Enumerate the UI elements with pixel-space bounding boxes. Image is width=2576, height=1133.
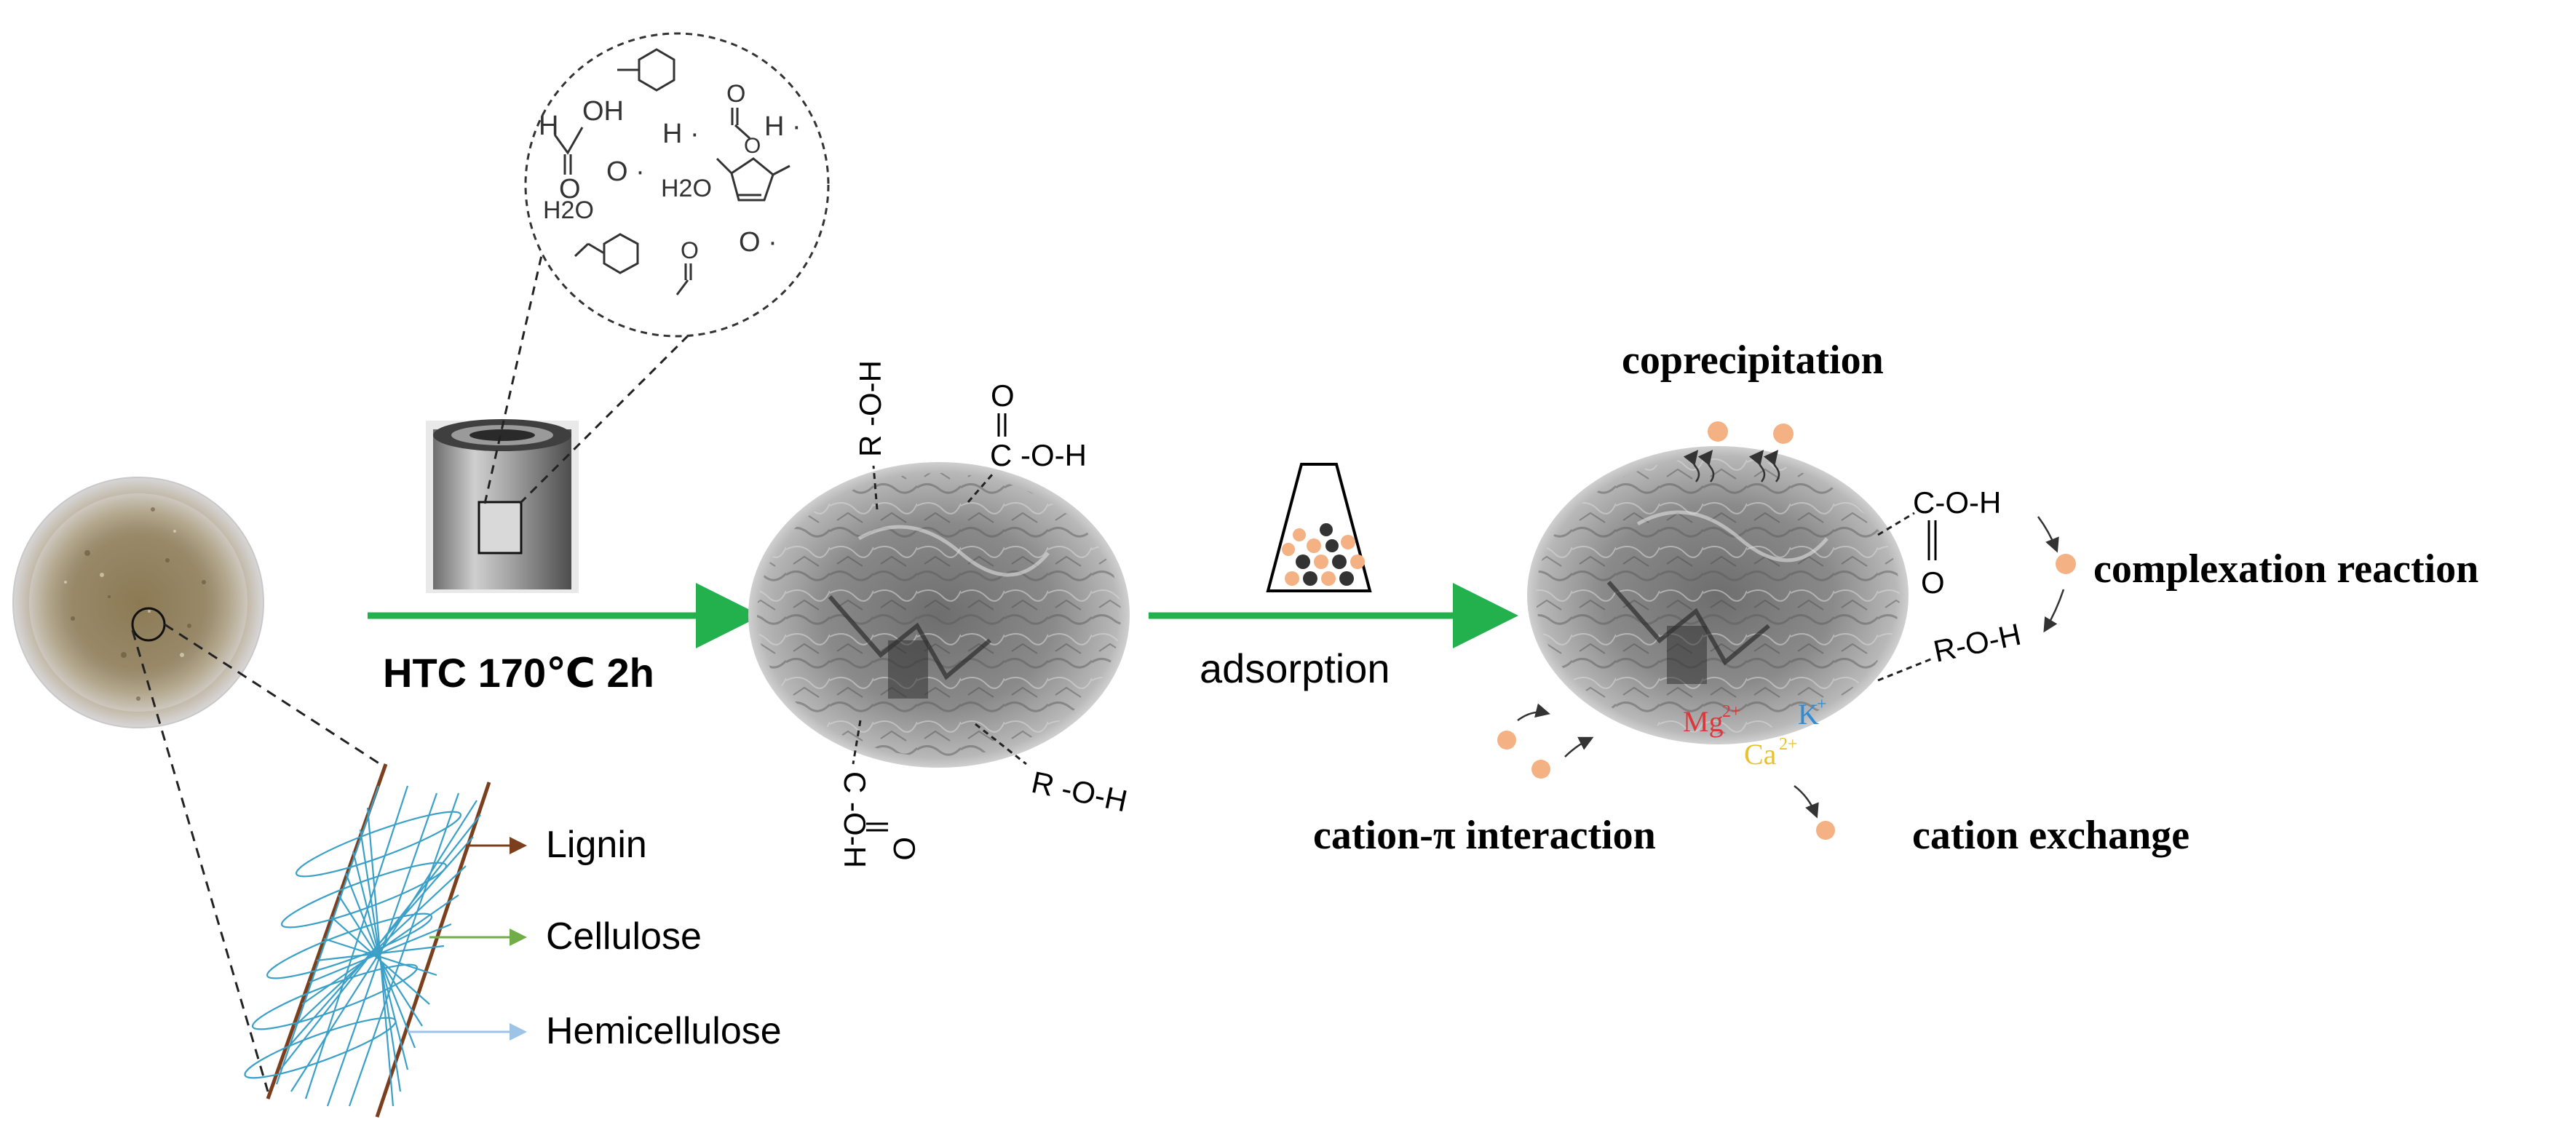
- reactor-zoom-box: [477, 501, 523, 554]
- flask-icon: [1266, 463, 1372, 592]
- lignin-label: Lignin: [546, 824, 647, 866]
- svg-text:O: O: [726, 80, 745, 108]
- svg-text:O: O: [744, 134, 761, 158]
- coprecipitation-label: coprecipitation: [1622, 338, 1884, 383]
- adsorption-label: adsorption: [1200, 645, 1390, 691]
- zoom-line-right: [164, 623, 387, 769]
- c-o-h-top: C -O-H: [990, 438, 1087, 472]
- cellulose-label: Cellulose: [546, 915, 702, 958]
- aldehyde-icon-2: O: [675, 237, 699, 295]
- hydrochar-sem-image: [748, 462, 1130, 768]
- loaded-hydrochar-sem-image: [1527, 446, 1909, 744]
- complexation-label: complexation reaction: [2093, 546, 2478, 592]
- h-radical-2: H ·: [764, 111, 801, 142]
- o-top: O: [991, 378, 1015, 413]
- ion-dot-5: [1531, 760, 1550, 779]
- k-charge: +: [1817, 695, 1827, 714]
- mg-ion: Mg: [1683, 705, 1724, 738]
- flask-particles: [1282, 523, 1365, 586]
- o-radical-2: O ·: [739, 227, 777, 258]
- cation-pi-mechanism: cation-π interaction: [1313, 703, 1656, 858]
- ion-dot-1: [1708, 421, 1728, 442]
- reactor-image: [426, 419, 579, 593]
- hemicellulose-label: Hemicellulose: [546, 1010, 782, 1052]
- r-o-h-top: R -O-H: [853, 360, 887, 457]
- ion-dot-2: [1773, 424, 1794, 444]
- cation-pi-label: cation-π interaction: [1313, 813, 1656, 858]
- ion-dot-6: [1816, 821, 1835, 840]
- r-o-h-right: R-O-H: [1930, 617, 2024, 669]
- o-radical-1: O ·: [606, 156, 645, 187]
- ion-dot-4: [1497, 731, 1516, 750]
- k-ion: K: [1798, 698, 1819, 731]
- coprecipitation-mechanism: coprecipitation: [1622, 338, 1884, 482]
- c-o-h-right: C-O-H: [1913, 485, 2001, 520]
- water-2: H2O: [543, 196, 594, 224]
- complexation-mechanism: C-O-H O R-O-H complexation reaction: [1877, 485, 2478, 682]
- ion-dot-3: [2056, 554, 2076, 574]
- cation-exchange-mechanism: cation exchange: [1794, 785, 2189, 858]
- svg-text:O: O: [559, 174, 581, 204]
- mg-charge: 2+: [1722, 702, 1741, 721]
- ca-ion: Ca: [1744, 738, 1777, 771]
- c-o-h-bottom: C -O-H: [838, 771, 872, 868]
- biomass-powder-image: [12, 477, 264, 728]
- hydrochar-functional-groups: R -O-H C -O-H O R -O-H C -O-H O: [838, 360, 1130, 868]
- water-1: H2O: [661, 175, 712, 202]
- radical-bubble: H OH O H · H · O · O · H2O H2O O O: [524, 32, 830, 338]
- svg-text:OH: OH: [582, 96, 624, 127]
- htc-label: HTC 170℃ 2h: [383, 650, 654, 696]
- ethylbenzene-icon: [574, 233, 639, 274]
- h-radical-1: H ·: [662, 119, 700, 149]
- svg-text:O: O: [681, 237, 699, 263]
- aldehyde-icon-1: O: [726, 80, 751, 140]
- o-bottom: O: [887, 837, 922, 861]
- furan-icon: O: [716, 134, 790, 202]
- toluene-icon: [617, 48, 675, 92]
- cation-exchange-label: cation exchange: [1912, 813, 2189, 858]
- o-right: O: [1921, 565, 1945, 600]
- ca-charge: 2+: [1779, 735, 1798, 754]
- formic-acid-icon: H OH O: [539, 96, 624, 204]
- metal-ions: Mg 2+ K + Ca 2+: [1683, 695, 1827, 771]
- fiber-structure: Lignin Cellulose Hemicellulose: [244, 763, 782, 1118]
- r-o-h-bottom: R -O-H: [1029, 765, 1130, 819]
